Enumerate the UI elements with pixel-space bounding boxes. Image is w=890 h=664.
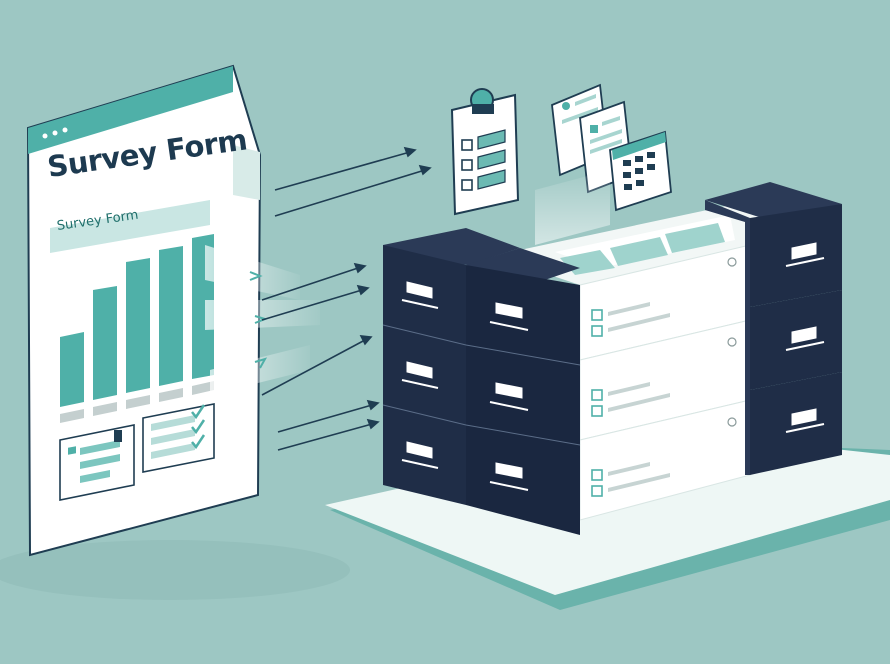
white-drawer-stack [579,244,751,521]
upload-glow [535,170,610,245]
form-shadow [0,540,350,600]
chart-bar [93,286,117,400]
flow-arrows [261,146,432,451]
chart-bar [159,246,183,386]
window-dot [42,133,48,139]
checkbox-list-icon [59,424,135,501]
clipboard-checklist-icon [450,88,520,216]
checklist-icon [142,403,215,473]
data-flow-beams [205,245,320,395]
window-dot [62,127,68,133]
calendar-grid-icon [609,130,672,212]
navy-cabinets-right [705,182,842,475]
filing-cabinet-block [382,182,842,535]
chart-bar [126,258,150,393]
window-dot [52,130,58,136]
chart-bar [60,332,84,407]
form-subtitle-field [50,200,210,253]
navy-cabinets-left [382,228,581,535]
form-header-bar [28,66,233,154]
